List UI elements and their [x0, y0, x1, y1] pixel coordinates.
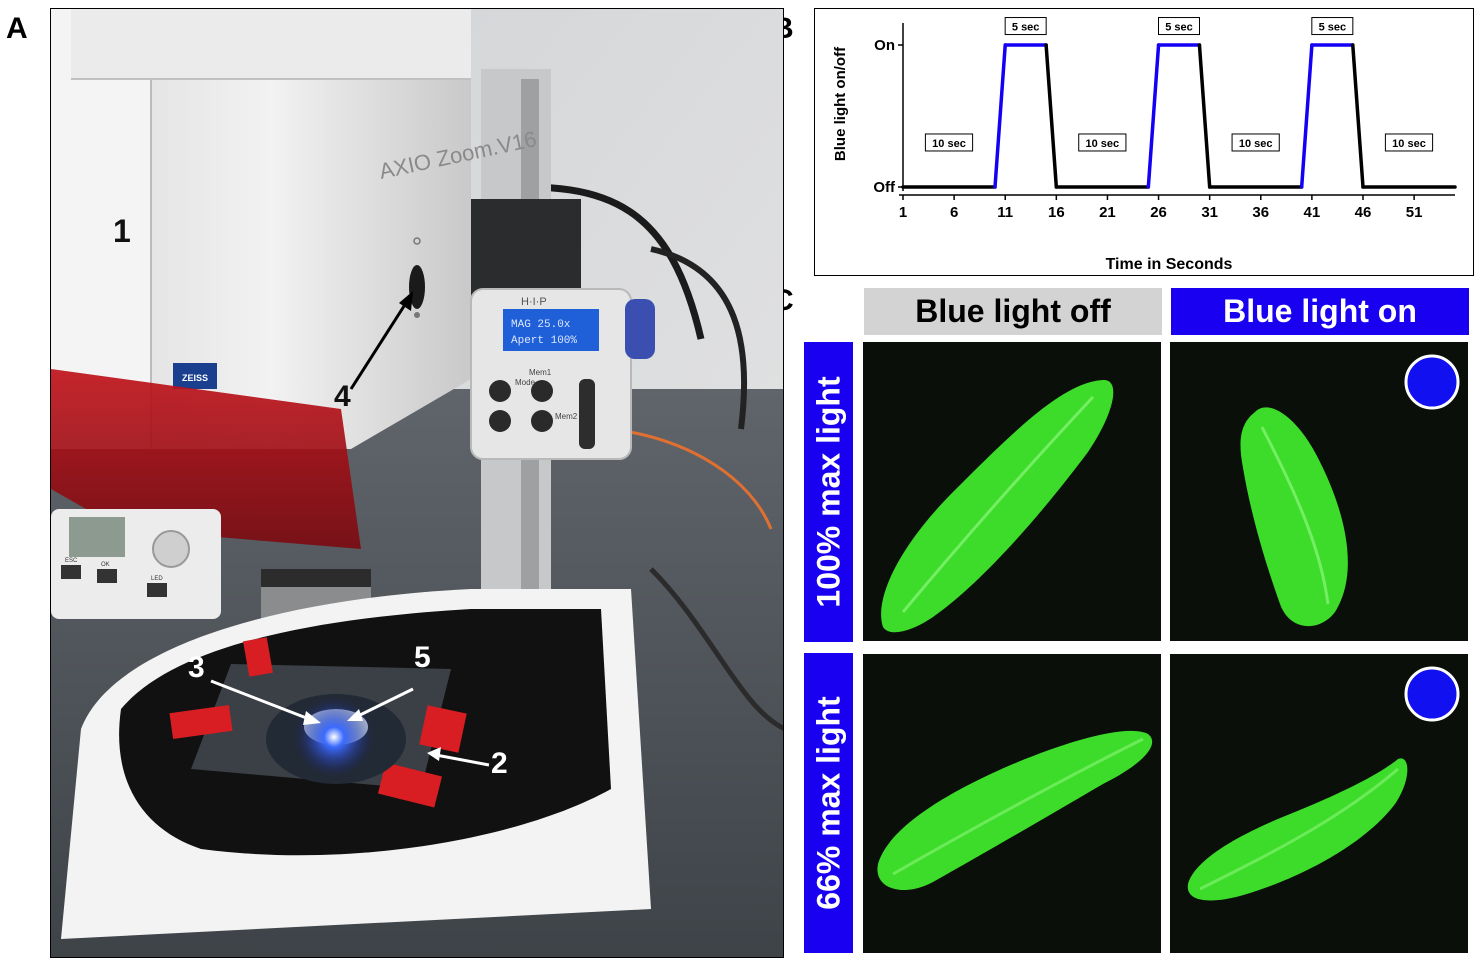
larva-image-66-off — [863, 654, 1161, 953]
controller-mem1-label: Mem1 — [529, 368, 552, 377]
annotation-box — [924, 133, 974, 152]
larva-image-100-off — [863, 342, 1161, 641]
annotation-label: 10 sec — [1392, 138, 1426, 150]
row-header-66: 66% max light — [804, 653, 853, 953]
x-tick-label: 21 — [1099, 204, 1116, 221]
base-led-label: LED — [151, 576, 163, 582]
base-ok-label: OK — [101, 562, 110, 568]
col-header-off: Blue light off — [864, 288, 1162, 335]
microscope-illustration: ZEISS AXIO Zoom.V16 H·I·P MAG 25.0x Aper… — [51, 9, 783, 957]
zeiss-badge-text: ZEISS — [182, 373, 208, 383]
callout-2: 2 — [491, 747, 508, 780]
callout-1: 1 — [113, 213, 131, 249]
row-header-66-label: 66% max light — [810, 696, 846, 910]
x-tick-label: 41 — [1304, 204, 1321, 221]
row-header-100-label: 100% max light — [810, 376, 846, 608]
annotation-box — [1158, 17, 1200, 36]
series-segment-on — [1299, 43, 1314, 189]
annotation-box — [1004, 17, 1047, 36]
blue-light-indicator-icon — [1404, 666, 1460, 722]
row-header-100: 100% max light — [804, 342, 853, 642]
x-tick-label: 16 — [1048, 204, 1065, 221]
y-tick-label: Off — [873, 179, 896, 196]
annotation-label: 10 sec — [1239, 138, 1273, 150]
y-tick-label: On — [874, 37, 895, 54]
x-tick-label: 51 — [1406, 204, 1423, 221]
x-axis-label: Time in Seconds — [1106, 256, 1233, 273]
callout-4: 4 — [334, 380, 351, 413]
annotation-label: 5 sec — [1165, 22, 1193, 34]
larva-image-66-on — [1170, 654, 1468, 953]
x-tick-label: 36 — [1252, 204, 1269, 221]
series-segment-on — [993, 43, 1007, 189]
x-tick-label: 31 — [1201, 204, 1218, 221]
larva-body — [1240, 407, 1348, 627]
annotation-label: 5 sec — [1012, 22, 1040, 34]
annotation-label: 5 sec — [1319, 22, 1347, 34]
callout-5: 5 — [414, 641, 431, 674]
x-tick-label: 6 — [950, 204, 958, 221]
controller-mem2-label: Mem2 — [555, 412, 578, 421]
larva-body — [1187, 758, 1408, 901]
annotation-label: 10 sec — [932, 138, 966, 150]
annotation-label: 10 sec — [1086, 138, 1120, 150]
controller-brand-text: H·I·P — [521, 296, 547, 308]
larva-image-100-on — [1170, 342, 1468, 641]
controller-display-line2: Apert 100% — [511, 335, 577, 347]
annotation-box — [1311, 17, 1354, 36]
controller-display-line1: MAG 25.0x — [511, 319, 571, 331]
annotation-box — [1078, 133, 1127, 152]
col-header-on: Blue light on — [1171, 288, 1469, 335]
x-tick-label: 46 — [1355, 204, 1372, 221]
series-segment-on — [1146, 43, 1161, 189]
microscope-photo: ZEISS AXIO Zoom.V16 H·I·P MAG 25.0x Aper… — [50, 8, 784, 958]
series-segment-off — [1351, 43, 1365, 189]
controller-mode-label: Mode — [515, 378, 536, 387]
annotation-box — [1231, 133, 1280, 152]
series-segment-off — [1197, 43, 1212, 189]
base-esc-label: ESC — [65, 558, 78, 564]
x-tick-label: 1 — [899, 204, 907, 221]
x-tick-label: 11 — [997, 204, 1013, 221]
series-segment-off — [1044, 43, 1059, 189]
annotation-box — [1384, 133, 1434, 152]
y-axis-label: Blue light on/off — [832, 46, 849, 161]
x-tick-label: 26 — [1150, 204, 1167, 221]
blue-light-indicator-icon — [1404, 354, 1460, 410]
panel-letter-a: A — [6, 12, 28, 45]
callout-3: 3 — [188, 651, 205, 684]
